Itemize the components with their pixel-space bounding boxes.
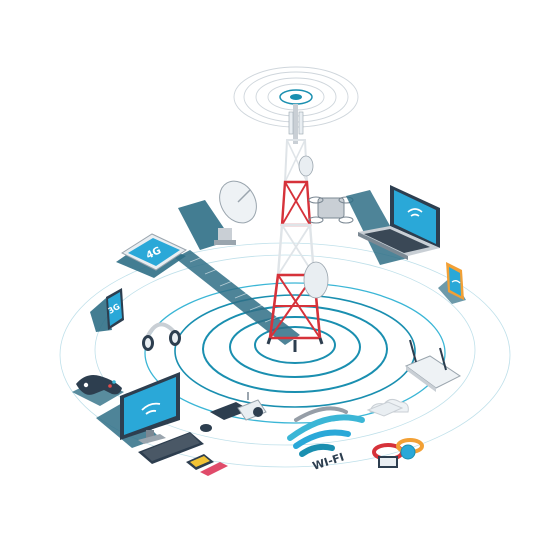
phone-icon: 3G xyxy=(90,288,124,332)
wifi-icon xyxy=(407,208,423,217)
camera-icon xyxy=(210,392,267,421)
gamepad-icon xyxy=(72,375,124,406)
wifi-icon xyxy=(141,402,161,415)
wifi-sign-label: WI-FI xyxy=(311,450,346,472)
laptop-icon xyxy=(346,185,440,265)
satellite-dish-icon xyxy=(178,180,257,250)
sd-card-icon xyxy=(186,454,228,476)
mouse-icon xyxy=(200,424,212,432)
keyboard-icon xyxy=(138,432,204,464)
monitor-icon xyxy=(96,372,180,448)
coverage-rings-outer xyxy=(59,242,511,468)
tablet-icon: 4G xyxy=(116,233,188,278)
tower-shadow xyxy=(175,250,300,345)
drone-icon xyxy=(366,401,404,417)
beacon xyxy=(290,94,302,100)
headphones-icon xyxy=(142,322,181,351)
drone-icon xyxy=(308,196,354,224)
router-icon xyxy=(404,339,461,392)
telecom-tower xyxy=(266,104,329,352)
phone-icon xyxy=(438,262,466,304)
globe-icon xyxy=(400,444,416,460)
wifi-icon xyxy=(287,406,365,457)
